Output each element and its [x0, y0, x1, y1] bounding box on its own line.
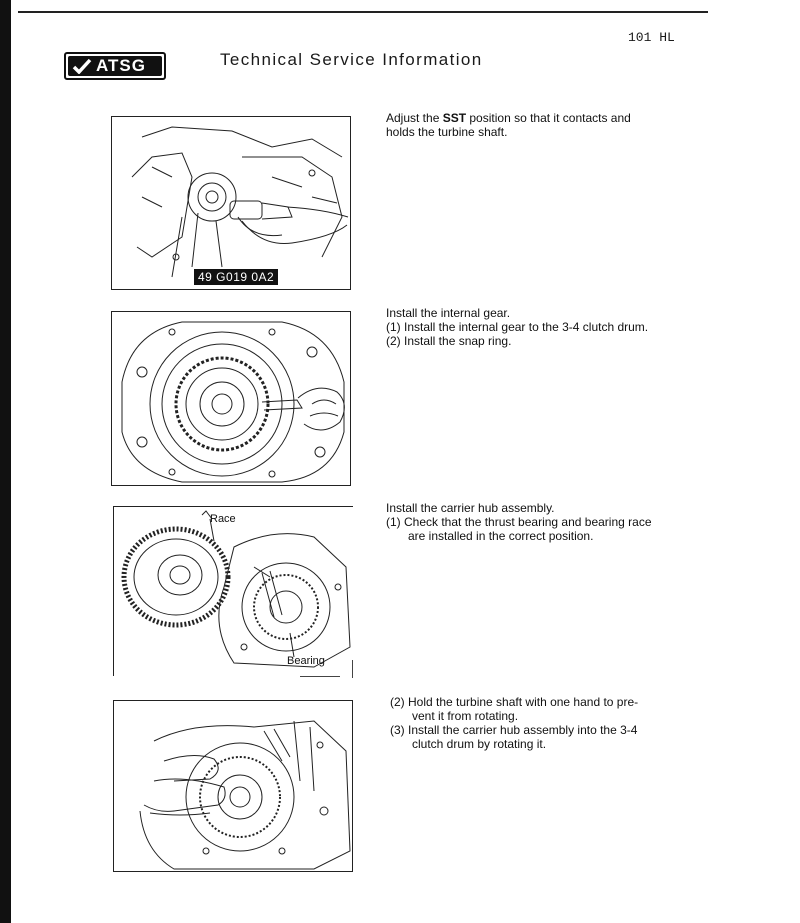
sst-adjust-illustration — [131, 126, 349, 278]
step-item-continued: vent it from rotating. — [412, 709, 519, 723]
sst-term: SST — [442, 111, 467, 125]
checkmark-icon — [72, 58, 92, 74]
figure-sst-adjust: 49 G019 0A2 — [111, 116, 351, 290]
race-label: Race — [210, 513, 236, 525]
step-lead: Install the internal gear. — [386, 306, 511, 320]
step-adjust-sst: Adjust the SST position so that it conta… — [386, 111, 666, 139]
step-lead: Install the carrier hub assembly. — [386, 501, 555, 515]
step-item: (1) Install the internal gear to the 3-4… — [386, 320, 649, 334]
step-line: Adjust the SST position so that it conta… — [386, 111, 631, 125]
step-item-continued: are installed in the correct position. — [408, 529, 594, 543]
step-item: (2) Install the snap ring. — [386, 334, 512, 348]
atsg-logo: ATSG — [64, 52, 166, 80]
figure-corner-mark — [300, 676, 340, 677]
scan-edge — [0, 0, 11, 923]
figure-corner-mark — [352, 660, 353, 678]
rotate-hub-illustration — [139, 720, 351, 870]
carrier-hub-illustration — [121, 510, 351, 668]
step-item: (1) Check that the thrust bearing and be… — [386, 515, 652, 529]
top-rule — [18, 11, 708, 13]
page-title: Technical Service Information — [220, 50, 483, 69]
step-item: (3) Install the carrier hub assembly int… — [390, 723, 638, 737]
figure-internal-gear — [111, 311, 351, 486]
step-install-carrier-hub: Install the carrier hub assembly. (1) Ch… — [386, 501, 676, 543]
step-line: holds the turbine shaft. — [386, 125, 508, 139]
figure-carrier-hub: Race Bearing — [113, 506, 353, 676]
step-item: (2) Hold the turbine shaft with one hand… — [390, 695, 639, 709]
figure-rotate-hub — [113, 700, 353, 872]
figure-code: 49 G019 0A2 — [194, 269, 279, 285]
step-install-internal-gear: Install the internal gear. (1) Install t… — [386, 306, 676, 348]
step-item-continued: clutch drum by rotating it. — [412, 737, 547, 751]
logo-text: ATSG — [96, 56, 146, 75]
internal-gear-illustration — [121, 321, 345, 483]
step-hold-and-rotate: (2) Hold the turbine shaft with one hand… — [390, 695, 680, 751]
bearing-label: Bearing — [287, 655, 325, 667]
page-number: 101 HL — [628, 30, 675, 45]
